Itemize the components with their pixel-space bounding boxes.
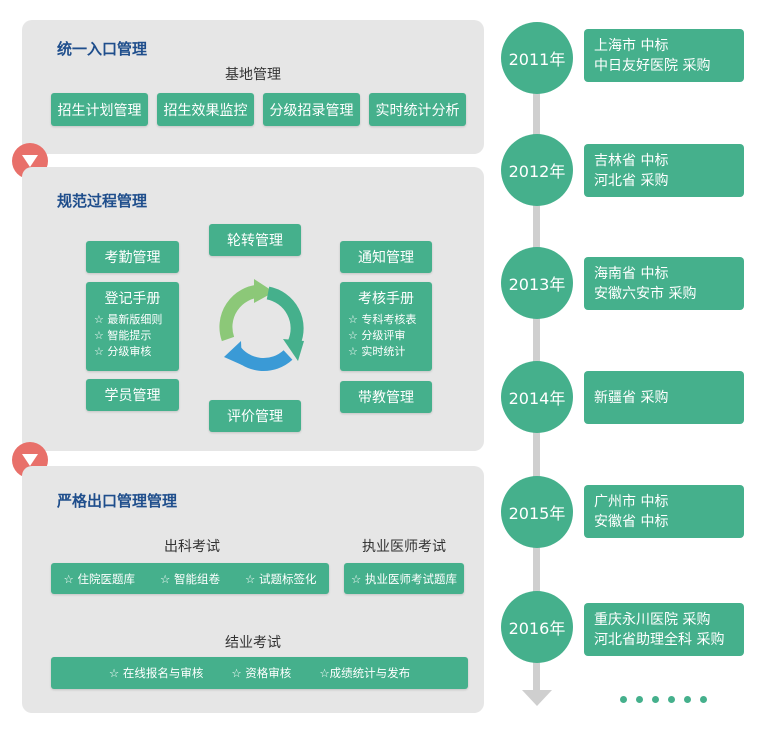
event-line: 上海市 中标 [594, 37, 669, 54]
year-2013: 2013年 [501, 247, 573, 319]
teaching-management-button[interactable]: 带教管理 [340, 381, 432, 413]
base-management-label: 基地管理 [225, 67, 281, 83]
score-publish-item: ☆成绩统计与发布 [319, 666, 411, 680]
event-line: 河北省 采购 [594, 172, 669, 189]
event-2011[interactable]: 上海市 中标 中日友好医院 采购 [584, 29, 744, 82]
entry-management-title: 统一入口管理 [57, 40, 148, 58]
register-item: ☆ 分级审核 [94, 345, 152, 358]
event-line: 重庆永川医院 采购 [594, 611, 711, 628]
event-line: 新疆省 采购 [594, 389, 669, 406]
enrollment-monitor-button[interactable]: 招生效果监控 [157, 93, 254, 126]
dept-exam-label: 出科考试 [164, 539, 220, 555]
process-management-title: 规范过程管理 [57, 192, 148, 210]
question-bank-item: ☆ 住院医题库 [63, 571, 135, 586]
register-handbook-box[interactable]: 登记手册 ☆ 最新版细则 ☆ 智能提示 ☆ 分级审核 [86, 282, 179, 371]
exit-management-title: 严格出口管理管理 [57, 492, 178, 510]
assessment-item: ☆ 专科考核表 [348, 313, 417, 326]
qualification-review-item: ☆ 资格审核 [231, 666, 292, 680]
year-2014: 2014年 [501, 361, 573, 433]
register-item: ☆ 智能提示 [94, 329, 152, 342]
event-2012[interactable]: 吉林省 中标 河北省 采购 [584, 144, 744, 197]
question-tag-item: ☆ 试题标签化 [245, 571, 317, 586]
timeline-arrow-icon [522, 690, 552, 706]
enrollment-plan-button[interactable]: 招生计划管理 [51, 93, 148, 126]
process-management-panel: 规范过程管理 轮转管理 考勤管理 通知管理 登记手册 ☆ 最新版细则 ☆ 智能提… [22, 167, 484, 451]
assessment-handbook-title: 考核手册 [358, 291, 414, 307]
graduation-exam-bar[interactable]: ☆ 在线报名与审核 ☆ 资格审核 ☆成绩统计与发布 [51, 657, 468, 689]
event-2013[interactable]: 海南省 中标 安徽六安市 采购 [584, 257, 744, 310]
event-line: 安徽省 中标 [594, 513, 669, 530]
register-item: ☆ 最新版细则 [94, 313, 163, 326]
more-dots-icon [620, 696, 707, 703]
cycle-arrows-icon [219, 279, 304, 371]
event-2016[interactable]: 重庆永川医院 采购 河北省助理全科 采购 [584, 603, 744, 656]
evaluation-management-button[interactable]: 评价管理 [209, 400, 301, 432]
entry-management-panel: 统一入口管理 基地管理 招生计划管理 招生效果监控 分级招录管理 实时统计分析 [22, 20, 484, 154]
year-2012: 2012年 [501, 134, 573, 206]
event-line: 广州市 中标 [594, 493, 669, 510]
rotation-button[interactable]: 轮转管理 [209, 224, 301, 256]
assessment-handbook-box[interactable]: 考核手册 ☆ 专科考核表 ☆ 分级评审 ☆ 实时统计 [340, 282, 432, 371]
event-line: 海南省 中标 [594, 265, 669, 282]
license-exam-label: 执业医师考试 [362, 539, 446, 555]
realtime-analysis-button[interactable]: 实时统计分析 [369, 93, 466, 126]
event-line: 河北省助理全科 采购 [594, 631, 725, 648]
event-2014[interactable]: 新疆省 采购 [584, 371, 744, 424]
notice-button[interactable]: 通知管理 [340, 241, 432, 273]
register-handbook-title: 登记手册 [104, 291, 161, 307]
assessment-item: ☆ 实时统计 [348, 345, 406, 358]
license-bank-item: ☆ 执业医师考试题库 [351, 571, 457, 586]
attendance-button[interactable]: 考勤管理 [86, 241, 179, 273]
graduation-exam-label: 结业考试 [225, 635, 281, 651]
smart-paper-item: ☆ 智能组卷 [160, 571, 220, 586]
event-line: 吉林省 中标 [594, 152, 669, 169]
dept-exam-bar[interactable]: ☆ 住院医题库 ☆ 智能组卷 ☆ 试题标签化 [51, 563, 329, 594]
year-2011: 2011年 [501, 22, 573, 94]
event-line: 中日友好医院 采购 [594, 57, 711, 74]
year-2016: 2016年 [501, 591, 573, 663]
year-2015: 2015年 [501, 476, 573, 548]
graded-admission-button[interactable]: 分级招录管理 [263, 93, 360, 126]
exit-management-panel: 严格出口管理管理 出科考试 执业医师考试 ☆ 住院医题库 ☆ 智能组卷 ☆ 试题… [22, 466, 484, 713]
online-signup-item: ☆ 在线报名与审核 [108, 666, 204, 680]
event-line: 安徽六安市 采购 [594, 285, 697, 302]
assessment-item: ☆ 分级评审 [348, 329, 406, 342]
event-2015[interactable]: 广州市 中标 安徽省 中标 [584, 485, 744, 538]
student-management-button[interactable]: 学员管理 [86, 379, 179, 411]
license-exam-bar[interactable]: ☆ 执业医师考试题库 [344, 563, 464, 594]
